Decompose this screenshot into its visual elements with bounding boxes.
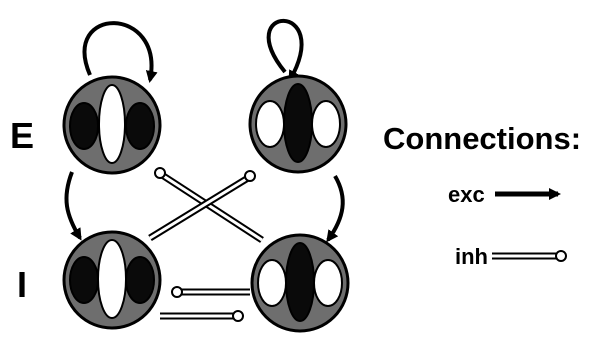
node-e2 (250, 76, 346, 172)
row-label-excitatory: E (10, 115, 34, 156)
node-i2 (252, 235, 348, 331)
node-i1 (64, 232, 160, 328)
legend-label-inh: inh (455, 244, 488, 269)
exc-arrow-e2-to-i2 (328, 176, 343, 240)
legend-inh-line-icon (492, 251, 566, 261)
legend-title: Connections: (383, 121, 581, 156)
node-e1 (64, 77, 160, 173)
exc-self-loop-e1 (85, 23, 152, 80)
exc-arrow-e1-to-i1 (66, 172, 80, 238)
inh-connection-i2-to-i1 (172, 287, 250, 297)
exc-self-loop-e2 (269, 21, 302, 80)
row-label-inhibitory: I (17, 264, 27, 305)
inh-connection-i1-to-i2 (160, 311, 243, 321)
legend-label-exc: exc (448, 182, 485, 207)
